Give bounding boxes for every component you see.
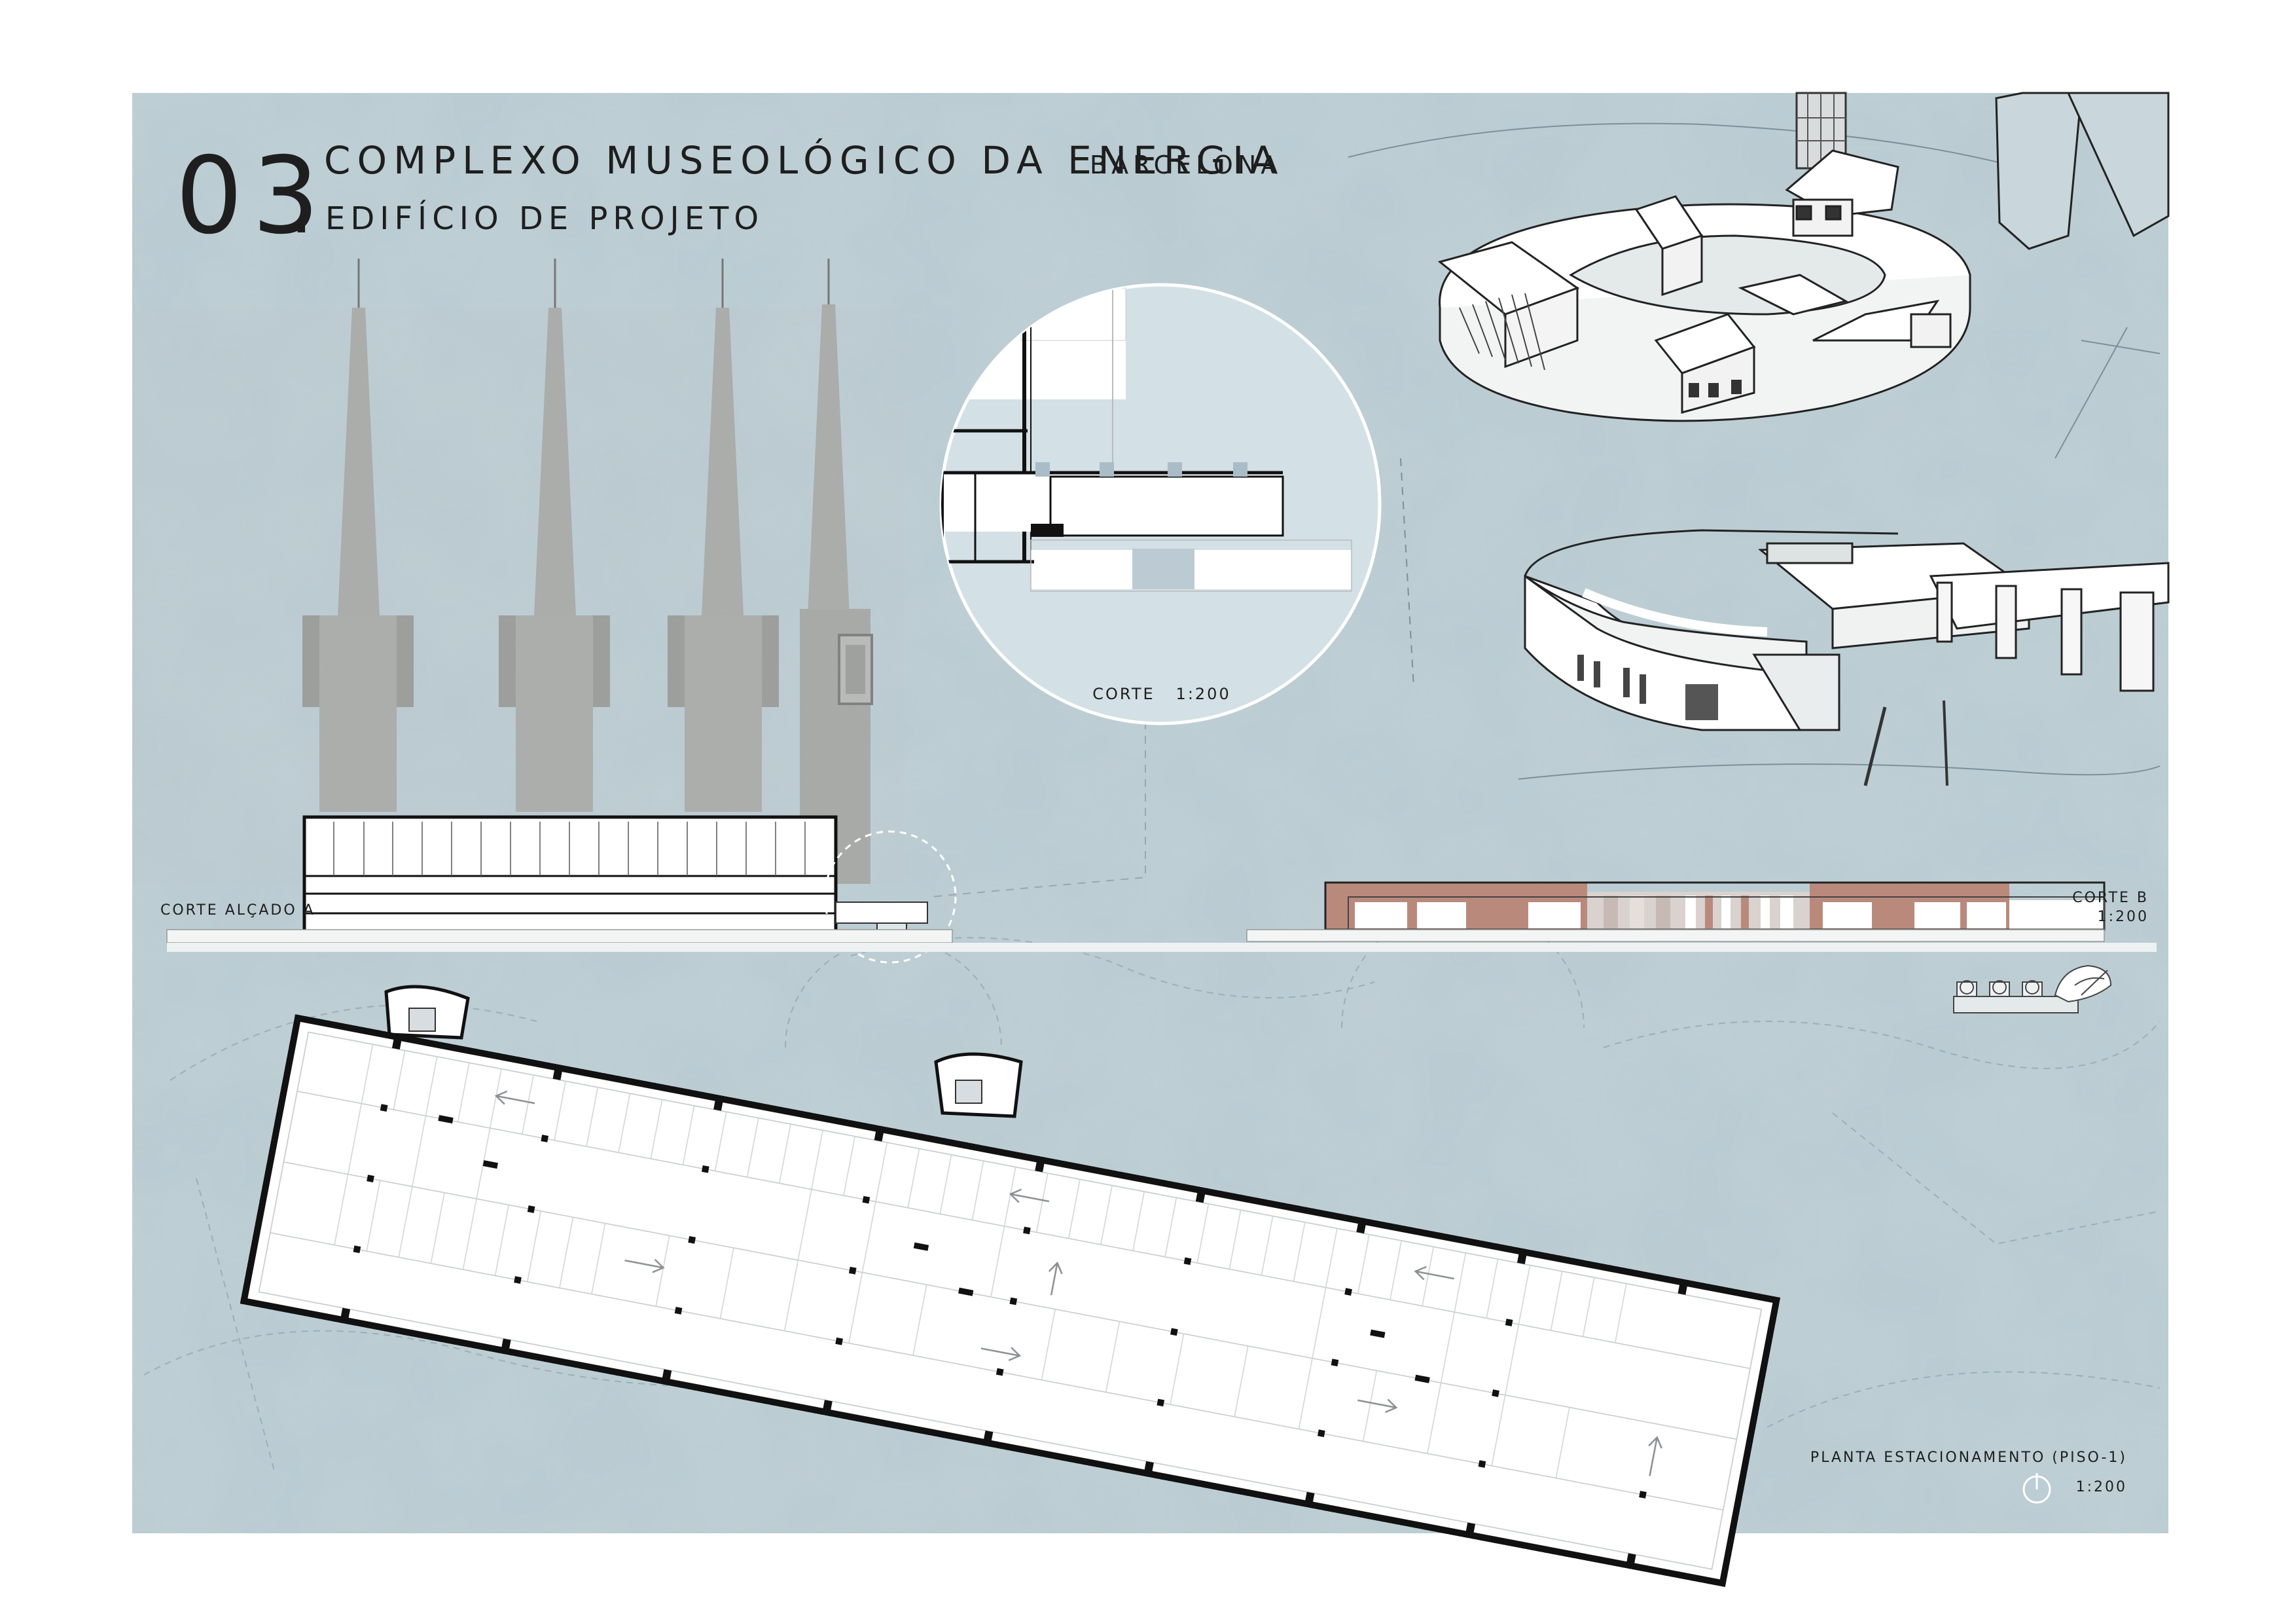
axonometric-view-middle — [1524, 529, 2170, 786]
project-city: BARCELONA — [1090, 151, 1282, 179]
parking-plan — [240, 985, 1781, 1588]
section-b-label: CORTE B — [2072, 890, 2149, 906]
parking-scale-label: 1:200 — [2076, 1479, 2127, 1495]
axonometric-view-top — [1437, 92, 2170, 422]
sheet-number-dot: . — [290, 166, 313, 249]
elevation-a-building — [302, 815, 838, 934]
site-context-lines-upper — [929, 122, 2161, 898]
parking-plan-label: PLANTA ESTACIONAMENTO (PISO-1) — [1810, 1450, 2127, 1466]
ground-line-a — [166, 929, 953, 943]
project-title: COMPLEXO MUSEOLÓGICO DA ENERGIA — [324, 137, 1283, 183]
key-plan-icon — [1953, 964, 2112, 1013]
north-arrow-icon — [2022, 1473, 2051, 1504]
elevation-a-drawing: CORTE ALÇADO A — [132, 259, 2157, 964]
project-subtitle: EDIFÍCIO DE PROJETO — [325, 200, 764, 237]
section-b-drawing: CORTE B 1:200 — [1246, 881, 2149, 942]
title-block: 03 . COMPLEXO MUSEOLÓGICO DA ENERGIA BAR… — [175, 135, 1283, 258]
ground-line-b — [1246, 929, 2105, 942]
section-detail-label: CORTE 1:200 — [1092, 685, 1230, 703]
section-elevation-a-label: CORTE ALÇADO A — [160, 902, 315, 919]
section-b-scale: 1:200 — [2098, 909, 2149, 925]
concrete-texture — [132, 308, 905, 884]
sheet-number: 03 — [175, 135, 329, 258]
